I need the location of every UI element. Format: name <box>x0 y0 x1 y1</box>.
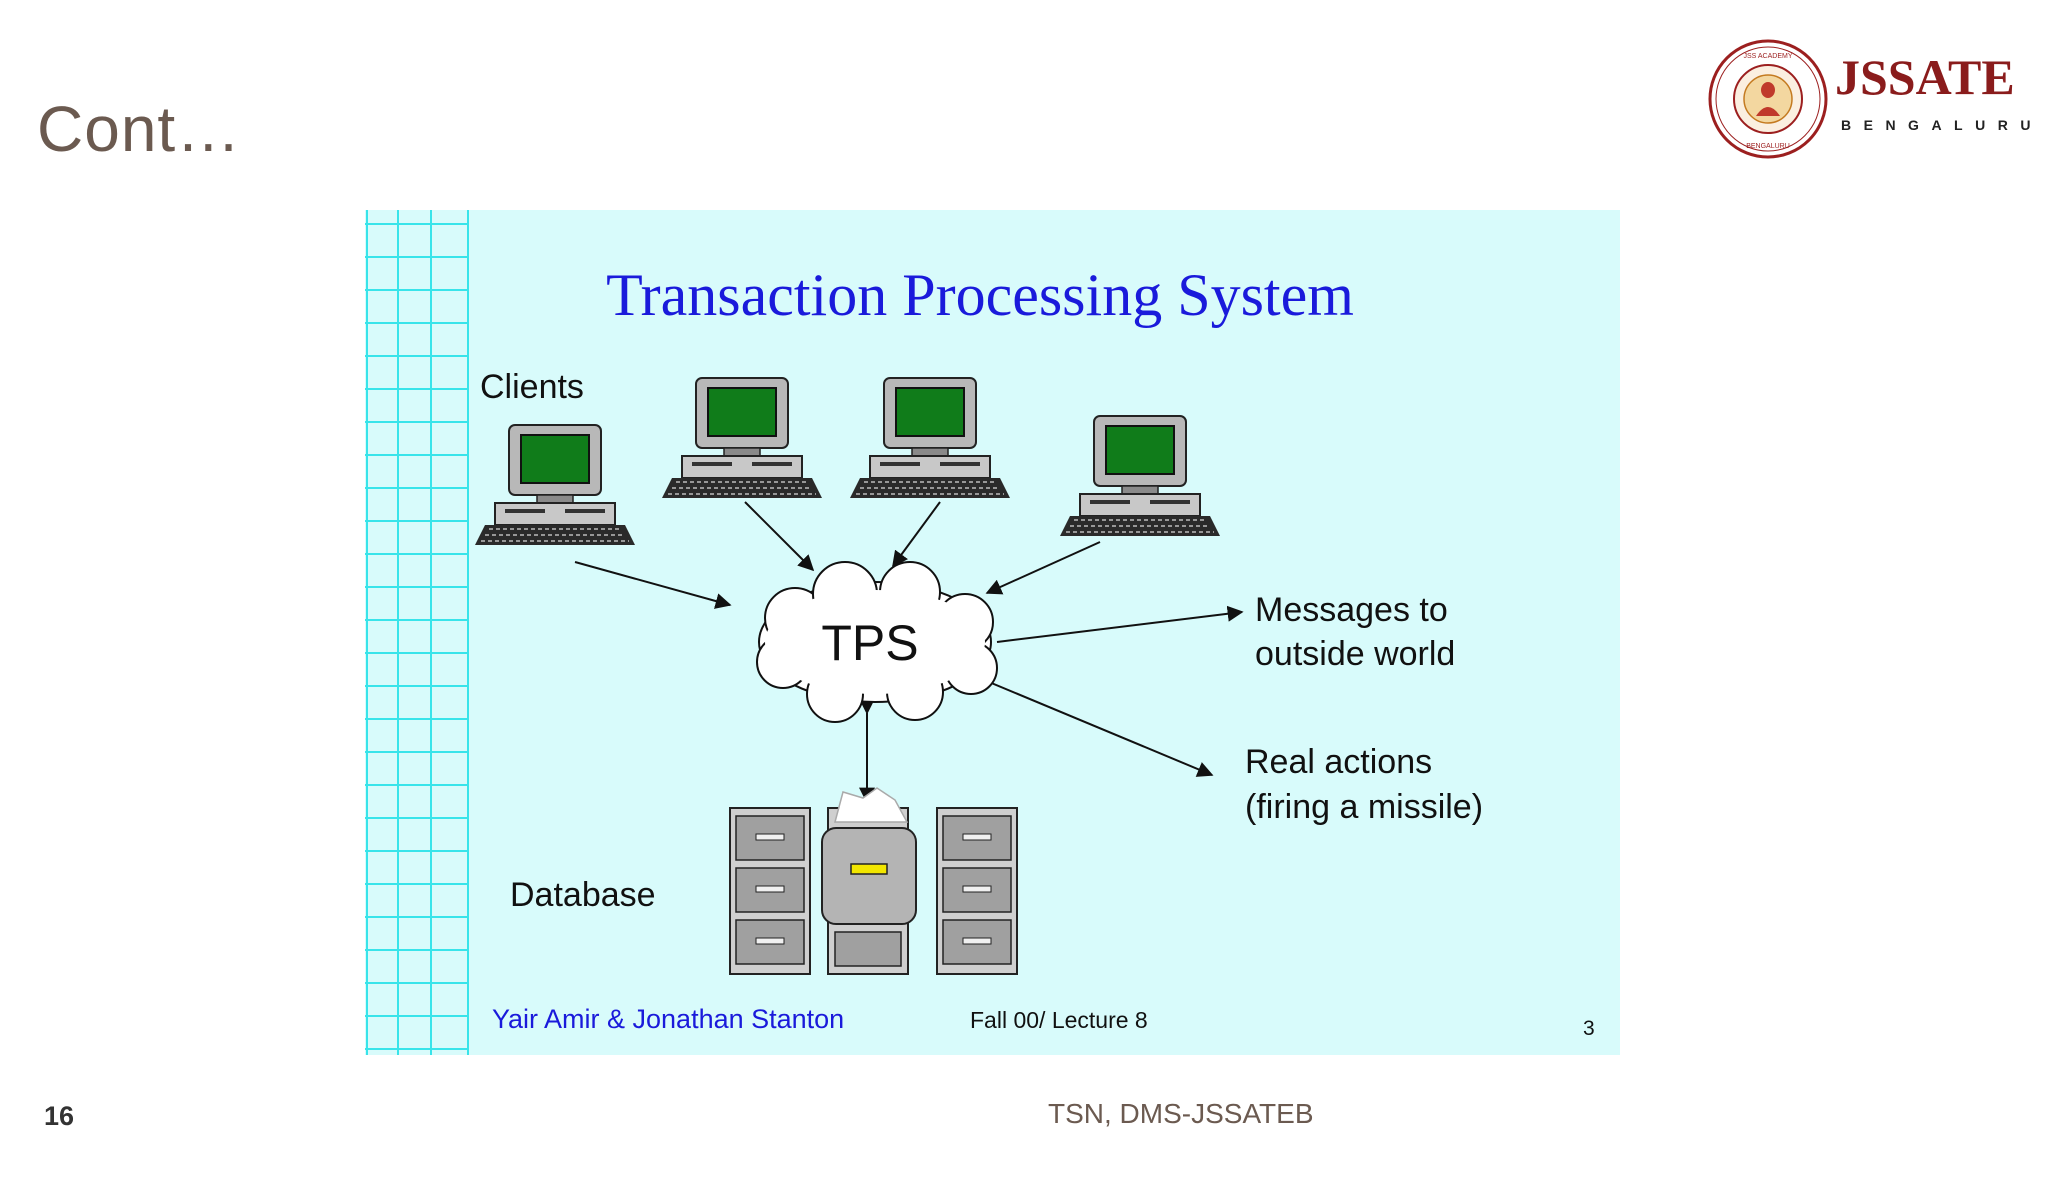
output-actions-line1: Real actions <box>1245 743 1432 781</box>
tps-label: TPS <box>821 615 918 671</box>
institution-logo: JSS ACADEMY BENGALURU JSSATE BENGALURU <box>1708 38 2030 163</box>
grid-decoration <box>366 210 469 1055</box>
open-file-cabinet-icon <box>821 787 917 975</box>
seal-icon: JSS ACADEMY BENGALURU <box>1708 39 1828 159</box>
slide-title: Cont… <box>37 93 242 165</box>
logo-city: BENGALURU <box>1841 117 2043 133</box>
logo-name: JSSATE <box>1835 49 2015 105</box>
output-messages-line2: outside world <box>1255 635 1455 673</box>
diagram-footer-page: 3 <box>1583 1017 1595 1040</box>
svg-text:BENGALURU: BENGALURU <box>1746 143 1790 150</box>
tps-diagram: Transaction Processing System Clients TP… <box>365 210 1620 1055</box>
output-actions-line2: (firing a missile) <box>1245 788 1483 826</box>
diagram-footer-authors: Yair Amir & Jonathan Stanton <box>492 1004 844 1034</box>
slide-footer: TSN, DMS-JSSATEB <box>1048 1098 1314 1129</box>
file-cabinet-icon <box>729 807 811 975</box>
database-label: Database <box>510 876 656 914</box>
clients-label: Clients <box>480 368 584 406</box>
diagram-title: Transaction Processing System <box>606 262 1354 328</box>
tps-cloud <box>756 561 998 723</box>
diagram-footer-lecture: Fall 00/ Lecture 8 <box>970 1007 1148 1033</box>
slide-page-number: 16 <box>44 1101 75 1131</box>
output-messages-line1: Messages to <box>1255 591 1448 629</box>
file-cabinet-icon <box>936 807 1018 975</box>
svg-text:JSS ACADEMY: JSS ACADEMY <box>1743 53 1792 60</box>
